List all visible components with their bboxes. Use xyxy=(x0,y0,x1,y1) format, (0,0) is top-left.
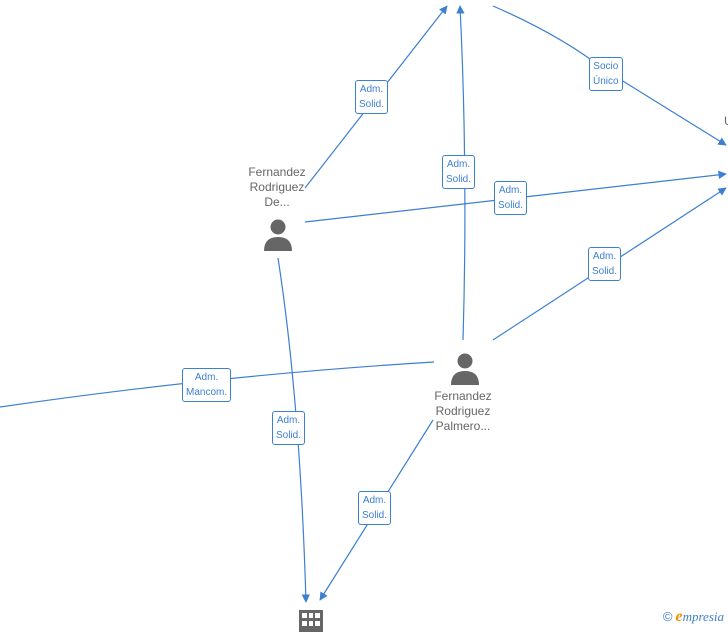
person-name[interactable]: Fernandez Rodriguez Palmero... xyxy=(434,389,492,433)
edge-label: Adm.Solid. xyxy=(272,411,306,445)
person-icon[interactable] xyxy=(263,218,293,252)
offscreen-node-label: U xyxy=(724,114,728,128)
empresia-logo-text: mpresia xyxy=(682,609,724,624)
edge-label: Adm.Solid. xyxy=(358,491,392,525)
person-name[interactable]: Fernandez Rodriguez De... xyxy=(248,165,306,209)
copyright-symbol: © xyxy=(662,609,673,624)
edge-label: Adm.Solid. xyxy=(355,80,389,114)
building-icon[interactable] xyxy=(299,610,323,632)
edge-label: Adm.Mancom. xyxy=(182,368,232,402)
edge-label: Adm.Solid. xyxy=(494,181,528,215)
empresia-watermark: ©empresia xyxy=(663,608,724,626)
person-icon[interactable] xyxy=(450,352,480,386)
edge-label: Adm.Solid. xyxy=(588,247,622,281)
empresia-logo-initial: e xyxy=(675,608,683,625)
edge-label: Adm.Solid. xyxy=(442,155,476,189)
